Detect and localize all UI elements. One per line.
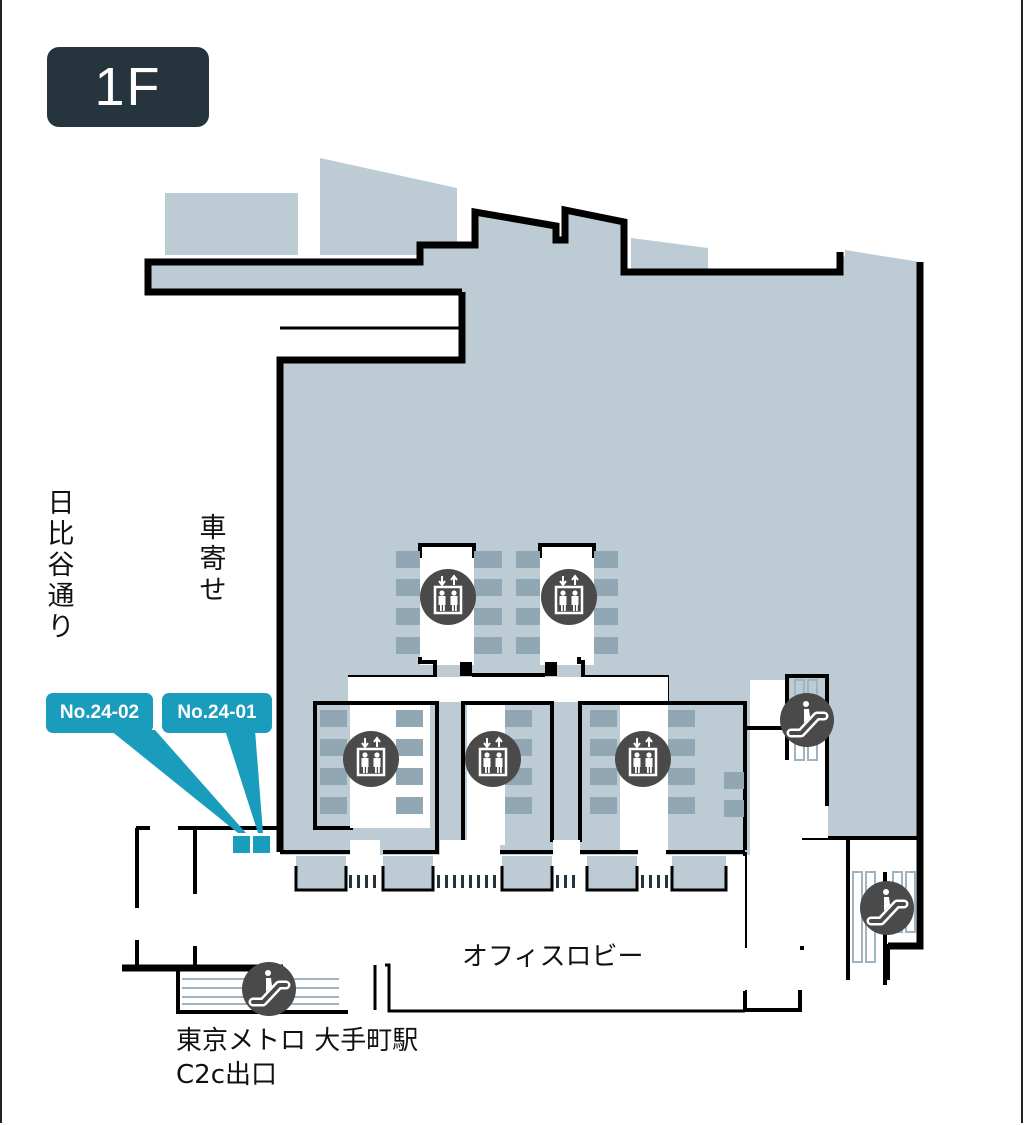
escalator-icon[interactable]: [860, 881, 914, 935]
label-char: 車: [199, 513, 227, 544]
kiosk-24-01[interactable]: [253, 836, 270, 853]
office-lobby-area: [283, 840, 745, 1013]
area-label-office-lobby: オフィスロビー: [462, 942, 644, 972]
label-char: 寄: [199, 544, 227, 575]
label-char: 日: [47, 488, 75, 519]
adjacent-buildings: [165, 158, 920, 272]
location-callout-24-02[interactable]: No.24-02: [46, 693, 153, 733]
location-markers: [110, 730, 270, 853]
elevator-icon[interactable]: [463, 729, 523, 789]
exit-label-line2: C2c出口: [176, 1060, 277, 1090]
street-label-hibiya-dori: 日 比 谷 通 り: [44, 488, 78, 643]
elevator-icon[interactable]: [341, 729, 401, 789]
location-callout-24-01[interactable]: No.24-01: [162, 693, 272, 733]
elevator-icon[interactable]: [539, 567, 599, 627]
label-char: 通: [47, 581, 75, 612]
elevator-shafts: [396, 551, 618, 654]
elevator-icon[interactable]: [613, 729, 673, 789]
label-char: り: [47, 612, 75, 643]
label-char: 谷: [47, 550, 75, 581]
label-kuruma-yose: 車 寄 せ: [196, 513, 230, 606]
elevator-icon[interactable]: [418, 567, 478, 627]
label-char: 比: [47, 519, 75, 550]
lower-shafts: [320, 705, 744, 850]
escalator-icon[interactable]: [780, 693, 834, 747]
escalator-icon[interactable]: [242, 962, 296, 1016]
floor-badge: 1F: [47, 47, 209, 127]
label-char: せ: [199, 575, 227, 606]
kiosk-24-02[interactable]: [233, 836, 250, 853]
exit-label-line1: 東京メトロ 大手町駅: [176, 1026, 419, 1056]
